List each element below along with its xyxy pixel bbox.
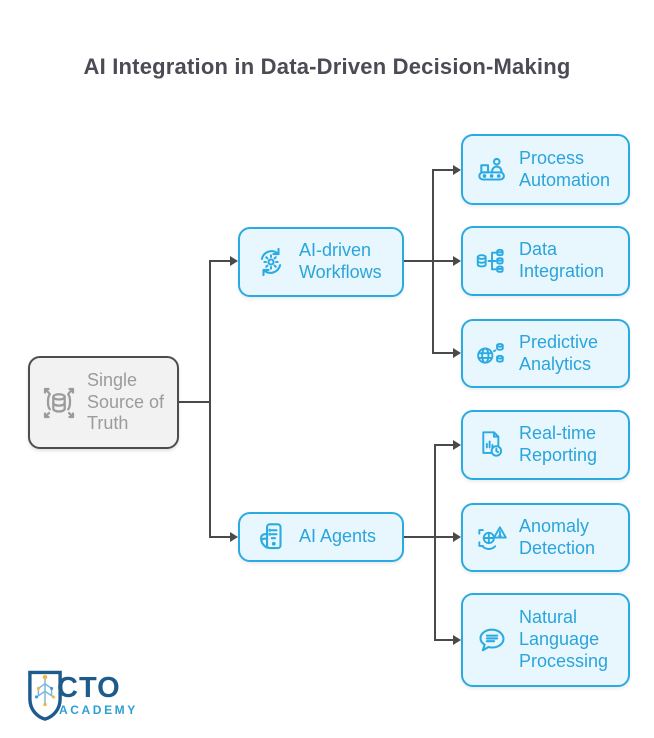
arrowhead-anomaly-detection (453, 532, 461, 542)
globe-database-icon (473, 335, 511, 373)
connector-workflows-stem (404, 260, 453, 262)
connector-arm-agents (209, 536, 231, 538)
connector-root-stem (179, 401, 210, 403)
logo-primary-text: CTO (57, 672, 121, 704)
node-label: Natural Language Processing (519, 607, 609, 671)
arrowhead-data-integration (453, 256, 461, 266)
connector-arm-process-automation (432, 169, 453, 171)
node-label: Single Source of Truth (87, 369, 165, 434)
node-ai-agents: AI Agents (238, 512, 404, 562)
connector-agents-stem (404, 536, 453, 538)
database-branch-icon (473, 242, 511, 280)
arrowhead-predictive-analytics (453, 348, 461, 358)
node-ai-driven-workflows: AI-driven Workflows (238, 227, 404, 297)
gear-sync-icon (252, 243, 290, 281)
node-data-integration: Data Integration (461, 226, 630, 296)
document-chart-clock-icon (473, 426, 511, 464)
expand-database-icon (38, 382, 80, 424)
connector-agents-trunk (434, 444, 436, 641)
node-label: Process Automation (519, 147, 611, 190)
node-label: Real-time Reporting (519, 423, 598, 465)
node-predictive-analytics: Predictive Analytics (461, 319, 630, 388)
node-label: AI-driven Workflows (299, 240, 382, 282)
node-label: Predictive Analytics (519, 331, 599, 374)
conveyor-person-icon (473, 151, 511, 189)
arrowhead-realtime-reporting (453, 440, 461, 450)
hand-device-icon (252, 518, 290, 556)
node-realtime-reporting: Real-time Reporting (461, 410, 630, 480)
logo-secondary-text: ACADEMY (59, 703, 138, 717)
node-label: AI Agents (299, 526, 377, 547)
speech-bubble-icon (473, 621, 511, 659)
node-label: Data Integration (519, 239, 605, 281)
node-label: Anomaly Detection (519, 515, 596, 558)
arrowhead-workflows (230, 256, 238, 266)
connector-workflows-trunk (432, 169, 434, 354)
connector-arm-workflows (209, 260, 231, 262)
diagram-title: AI Integration in Data-Driven Decision-M… (83, 54, 571, 79)
arrowhead-process-automation (453, 165, 461, 175)
node-single-source-of-truth: Single Source of Truth (28, 356, 179, 449)
arrowhead-nlp (453, 635, 461, 645)
node-natural-language-processing: Natural Language Processing (461, 593, 630, 687)
connector-arm-realtime-reporting (434, 444, 453, 446)
node-process-automation: Process Automation (461, 134, 630, 205)
connector-left-trunk (209, 261, 211, 538)
face-scan-warning-icon (473, 519, 511, 557)
node-anomaly-detection: Anomaly Detection (461, 503, 630, 572)
cto-academy-shield-icon (28, 670, 62, 722)
connector-arm-nlp (434, 639, 453, 641)
arrowhead-agents (230, 532, 238, 542)
connector-arm-predictive-analytics (432, 352, 453, 354)
